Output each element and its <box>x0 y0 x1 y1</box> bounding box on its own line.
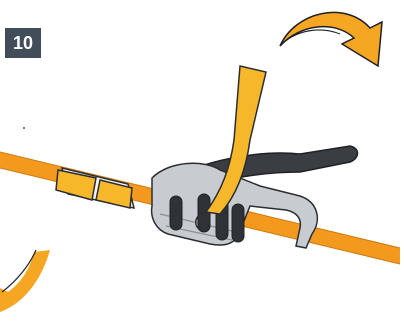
curved-arrow-icon <box>280 12 382 66</box>
strap-keeper <box>56 168 134 208</box>
speck <box>23 127 25 129</box>
curved-arrow-icon <box>0 250 50 312</box>
